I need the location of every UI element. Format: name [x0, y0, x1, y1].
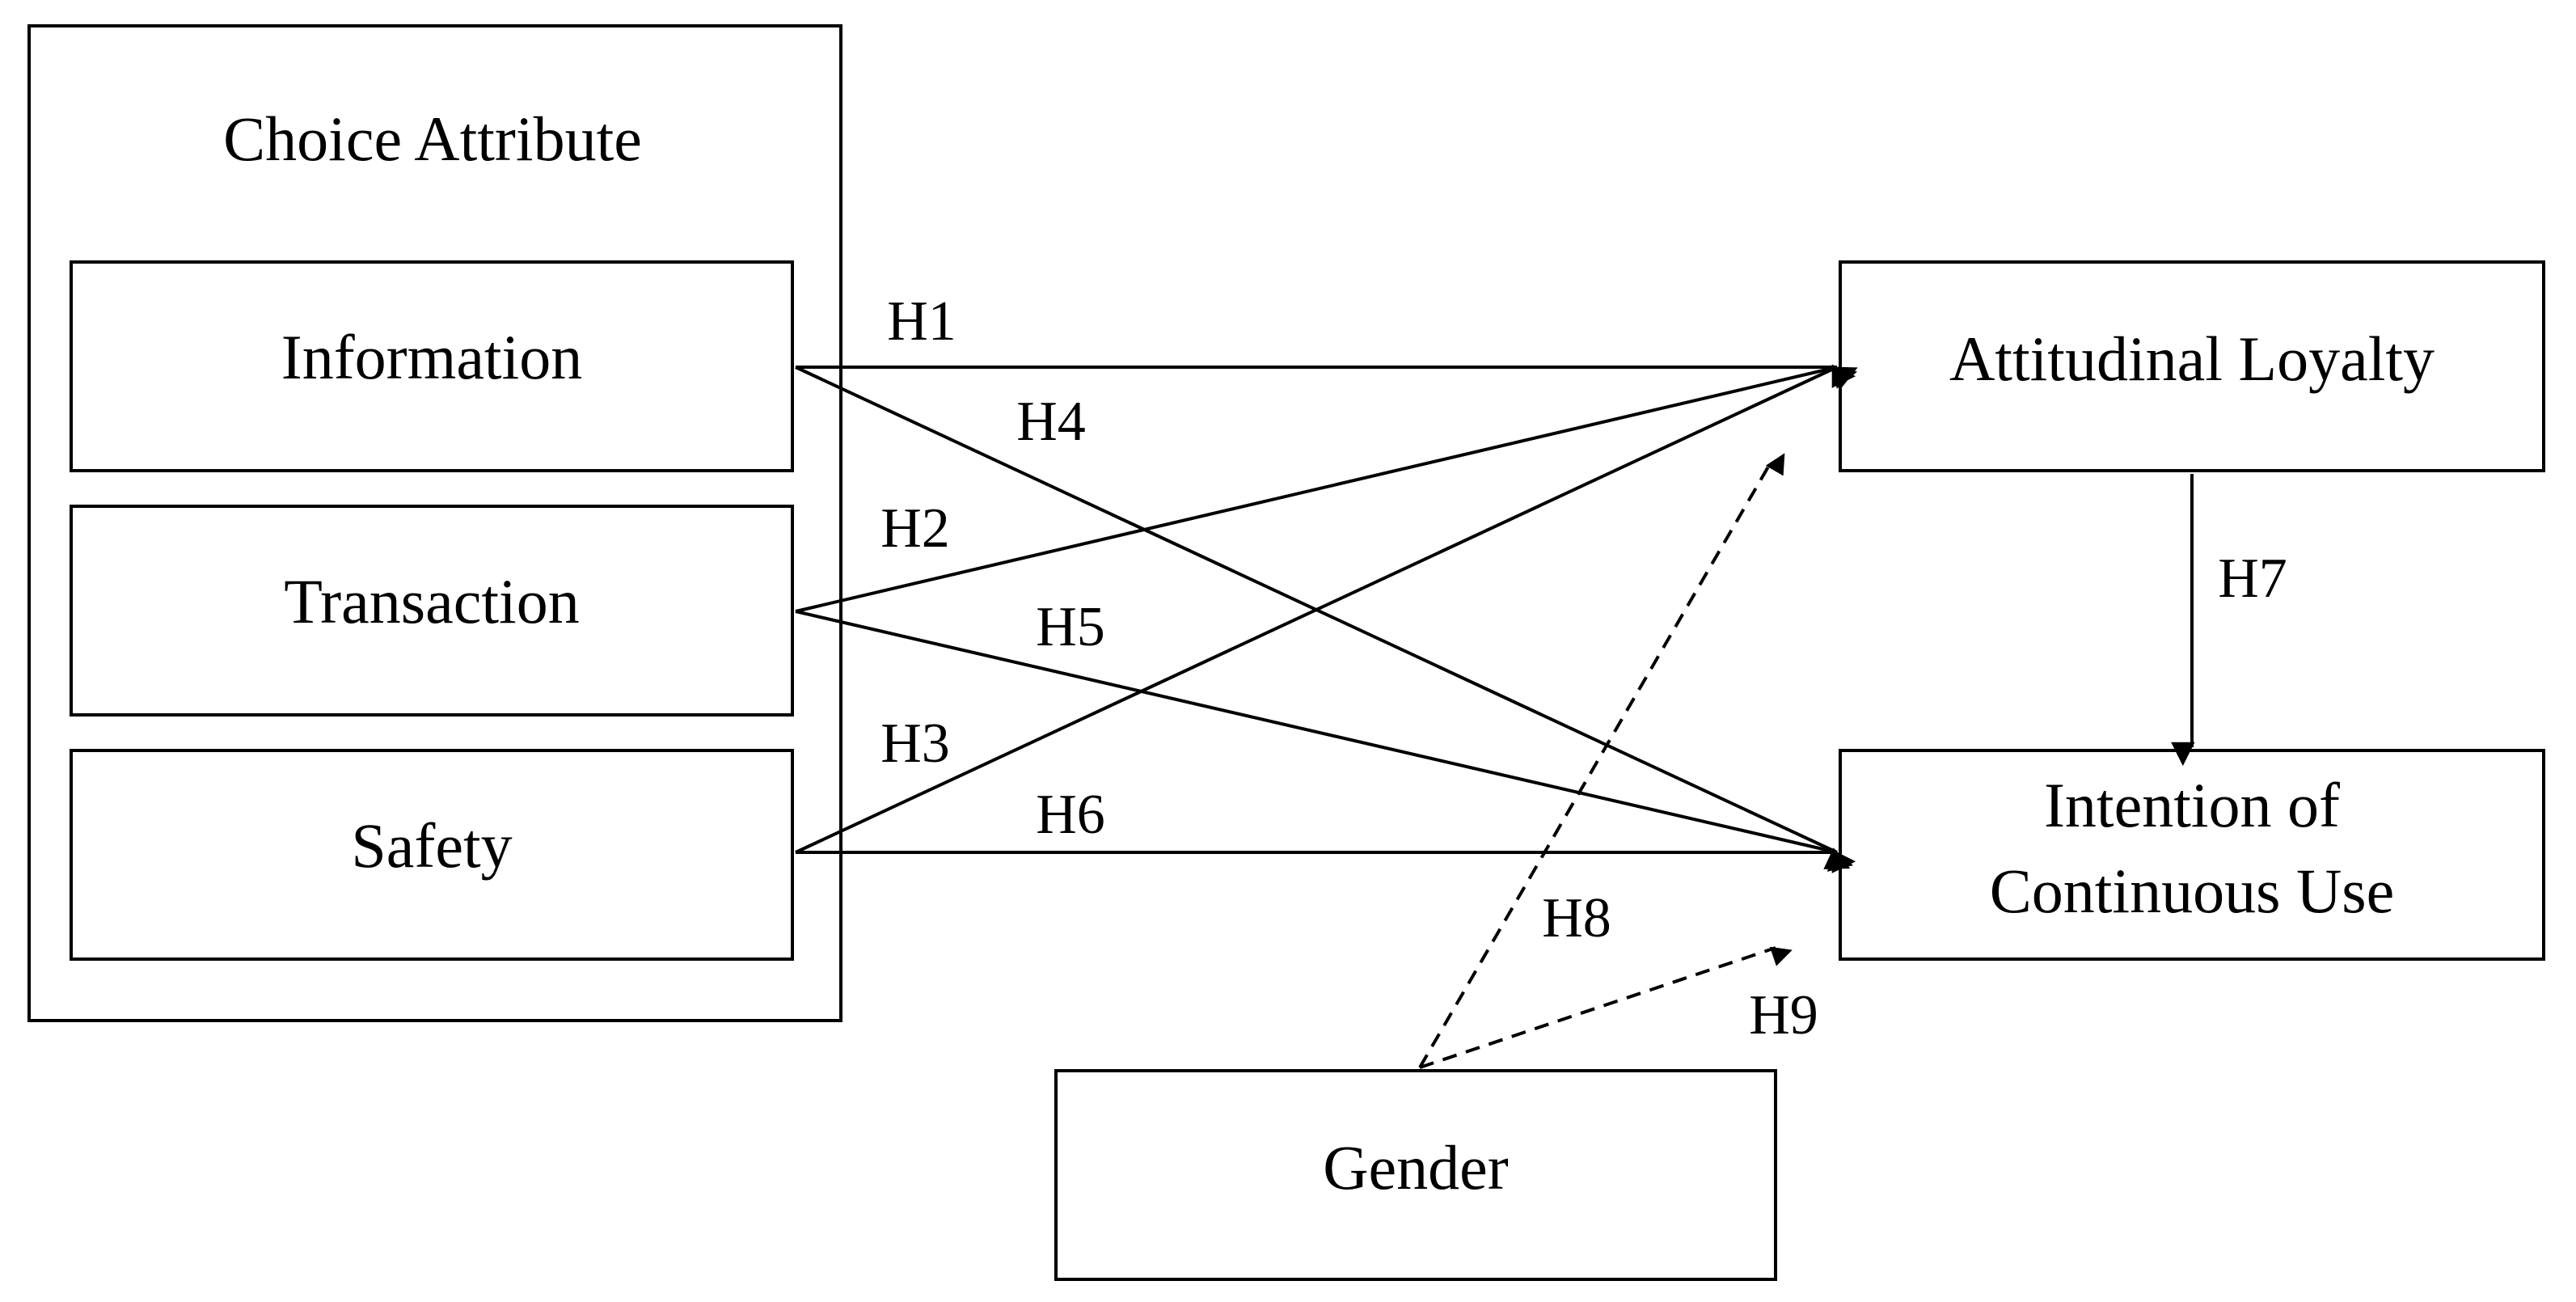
label-h4: H4: [1016, 391, 1086, 453]
gender-label: Gender: [1323, 1132, 1509, 1203]
label-h2: H2: [880, 497, 950, 560]
intention-label-line2: Continuous Use: [1990, 856, 2395, 926]
transaction-box: [70, 505, 794, 717]
edge-h8: [1418, 453, 1785, 1069]
intention-label-line1: Intention of: [2044, 770, 2340, 840]
edge-h5: [795, 610, 1853, 872]
label-h8: H8: [1542, 887, 1611, 949]
transaction-label: Transaction: [284, 566, 579, 636]
label-h5: H5: [1036, 596, 1105, 658]
safety-box: [70, 749, 794, 961]
attitudinal-loyalty-label: Attitudinal Loyalty: [1949, 323, 2435, 394]
edge-h2: [795, 366, 1858, 613]
information-label: Information: [281, 322, 583, 392]
edge-h3: [795, 366, 1858, 854]
safety-label: Safety: [351, 810, 512, 881]
information-box: [70, 260, 794, 472]
label-h1: H1: [887, 290, 956, 353]
label-h3: H3: [880, 712, 950, 775]
label-h7: H7: [2218, 547, 2287, 610]
attitudinal-loyalty-box: [1839, 260, 2545, 472]
choice-attribute-title: Choice Attribute: [223, 104, 642, 174]
edge-h9: [1419, 946, 1793, 1069]
gender-box: [1054, 1069, 1777, 1281]
label-h6: H6: [1036, 784, 1105, 846]
intention-of-continuous-use-box: [1839, 749, 2545, 961]
label-h9: H9: [1749, 984, 1818, 1046]
